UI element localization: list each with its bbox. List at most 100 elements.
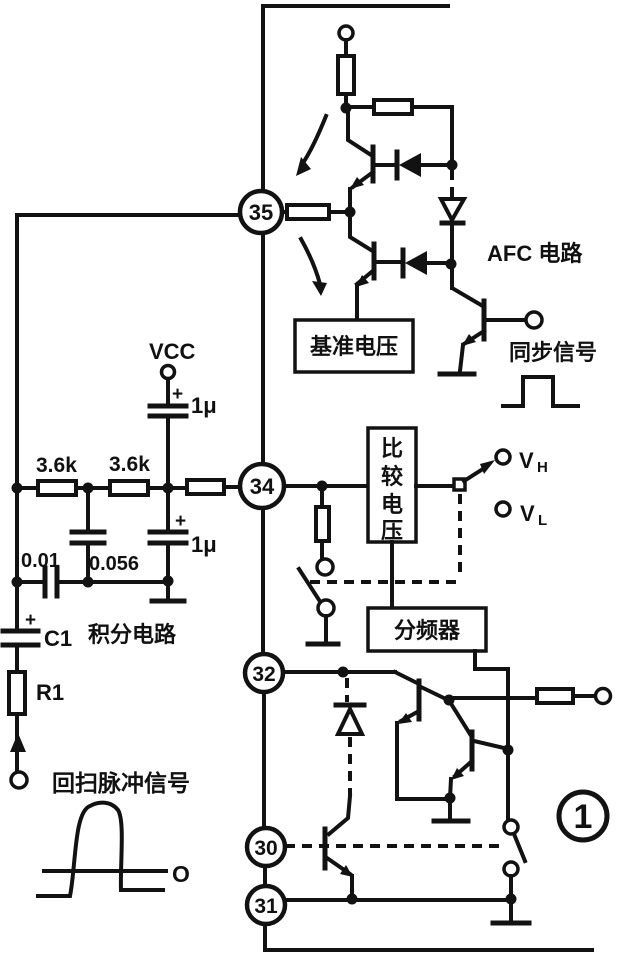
res-right-label: 3.6k	[109, 453, 150, 476]
switch-pole	[452, 477, 467, 492]
emitter-arrow-icon	[350, 177, 364, 189]
diode-icon	[405, 251, 427, 275]
resistor-output	[535, 687, 575, 705]
frequency-divider-label: 分频器	[394, 618, 461, 643]
switch-arm	[511, 831, 528, 864]
switch-contact-bottom	[316, 598, 336, 618]
afc-circuit-label: AFC 电路	[487, 241, 583, 266]
input-arrow-icon	[10, 733, 26, 752]
junction-dot	[344, 206, 356, 218]
pulse-curve	[36, 800, 165, 898]
collector	[418, 684, 451, 703]
capacitor-001	[42, 565, 60, 599]
resistor-pin35	[285, 203, 331, 221]
transistor-out-1	[392, 669, 451, 801]
c1-label: C1	[44, 626, 72, 651]
output-section: 1	[281, 666, 613, 926]
compare-char: 电	[381, 492, 403, 517]
polarity-plus: +	[172, 384, 183, 405]
reference-voltage-label: 基准电压	[310, 334, 398, 359]
vl-contact	[494, 500, 512, 518]
switch-contact-top	[315, 557, 335, 577]
transistor-pin30	[322, 826, 354, 900]
sync-pulse-waveform	[501, 375, 580, 408]
r1-label: R1	[36, 680, 64, 705]
junction-dot	[82, 576, 94, 588]
diode-down-icon	[437, 197, 468, 225]
wire-bus-bottom	[263, 922, 594, 952]
frequency-divider-box	[366, 606, 488, 653]
flyback-signal-label: 回扫脉冲信号	[52, 770, 190, 796]
emitter-arrow-icon	[462, 334, 476, 346]
junction-dot	[337, 666, 349, 678]
cap-1u-top-label: 1μ	[191, 393, 217, 418]
resistor-branch	[314, 505, 331, 543]
base	[450, 264, 484, 308]
curved-arrow-2	[298, 236, 323, 287]
emitter-arrow-icon	[398, 713, 412, 724]
arrowhead-icon	[312, 281, 327, 296]
ramp-switch-branch	[296, 490, 341, 647]
flyback-waveform: O	[36, 800, 190, 898]
flyback-input-terminal	[9, 770, 29, 790]
resistor-r1	[7, 670, 27, 716]
supply-terminal	[337, 24, 355, 42]
ic-bus: 35 34 32 30 31	[237, 4, 594, 952]
wire	[326, 793, 353, 837]
compare-voltage-box	[366, 426, 418, 544]
pin-circle-31	[244, 883, 288, 927]
vl-sub-label: L	[538, 512, 547, 529]
sync-output-terminal	[524, 310, 544, 330]
collector	[348, 215, 374, 253]
wire	[410, 105, 454, 164]
figure-number-badge: 1	[556, 789, 610, 843]
compare-char: 压	[381, 518, 403, 543]
vl-label: V	[520, 501, 535, 526]
resistor-3k6-right	[108, 479, 150, 497]
figure-number: 1	[574, 798, 593, 836]
vh-vl-switch: V H V L	[452, 448, 548, 529]
diode-afc-1	[394, 149, 450, 181]
flow-arrows	[296, 113, 329, 296]
junction-dot	[446, 159, 458, 171]
transistor-afc-3	[437, 264, 544, 377]
pin-35-number: 35	[249, 200, 273, 225]
integrator-section: 3.6k 3.6k VCC + 1μ + 1μ 0.056 0.01 + C1	[0, 213, 242, 898]
polarity-plus: +	[25, 610, 36, 631]
figure-circle	[556, 789, 610, 843]
transistor-out-2	[447, 699, 511, 801]
transistor-afc-2	[348, 215, 405, 322]
emitter-arrow-icon	[356, 275, 369, 287]
pin-30-number: 30	[254, 837, 277, 860]
diode-afc-2	[400, 247, 450, 279]
emitter-arrow-icon	[451, 768, 464, 780]
vcc-terminal	[159, 363, 177, 381]
compare-char: 较	[381, 464, 403, 489]
base	[392, 669, 420, 686]
cap-1u-bottom-label: 1μ	[191, 532, 217, 557]
res-left-label: 3.6k	[36, 454, 77, 477]
vh-contact	[494, 448, 512, 466]
emitter-arrow-icon	[340, 865, 353, 877]
vh-sub-label: H	[537, 459, 548, 476]
wire	[457, 342, 466, 374]
cap-001-label: 0.01	[21, 550, 60, 572]
resistor-series-34	[185, 478, 226, 496]
transistor-afc-1	[346, 108, 399, 208]
compare-char: 比	[381, 436, 403, 461]
pin-31-number: 31	[254, 895, 278, 918]
integrator-label: 积分电路	[88, 622, 177, 647]
curved-arrow-1	[300, 113, 329, 166]
vh-label: V	[519, 448, 534, 473]
output-terminal	[593, 686, 613, 706]
right-switch	[490, 818, 532, 926]
resistor-3k6-left	[36, 479, 78, 497]
base	[447, 699, 473, 737]
switch-contact-bottom	[502, 860, 520, 878]
polarity-plus: +	[175, 511, 186, 532]
resistor-top-vertical	[336, 54, 356, 96]
arrowhead-icon	[296, 157, 311, 176]
resistor-feedback	[372, 98, 414, 116]
